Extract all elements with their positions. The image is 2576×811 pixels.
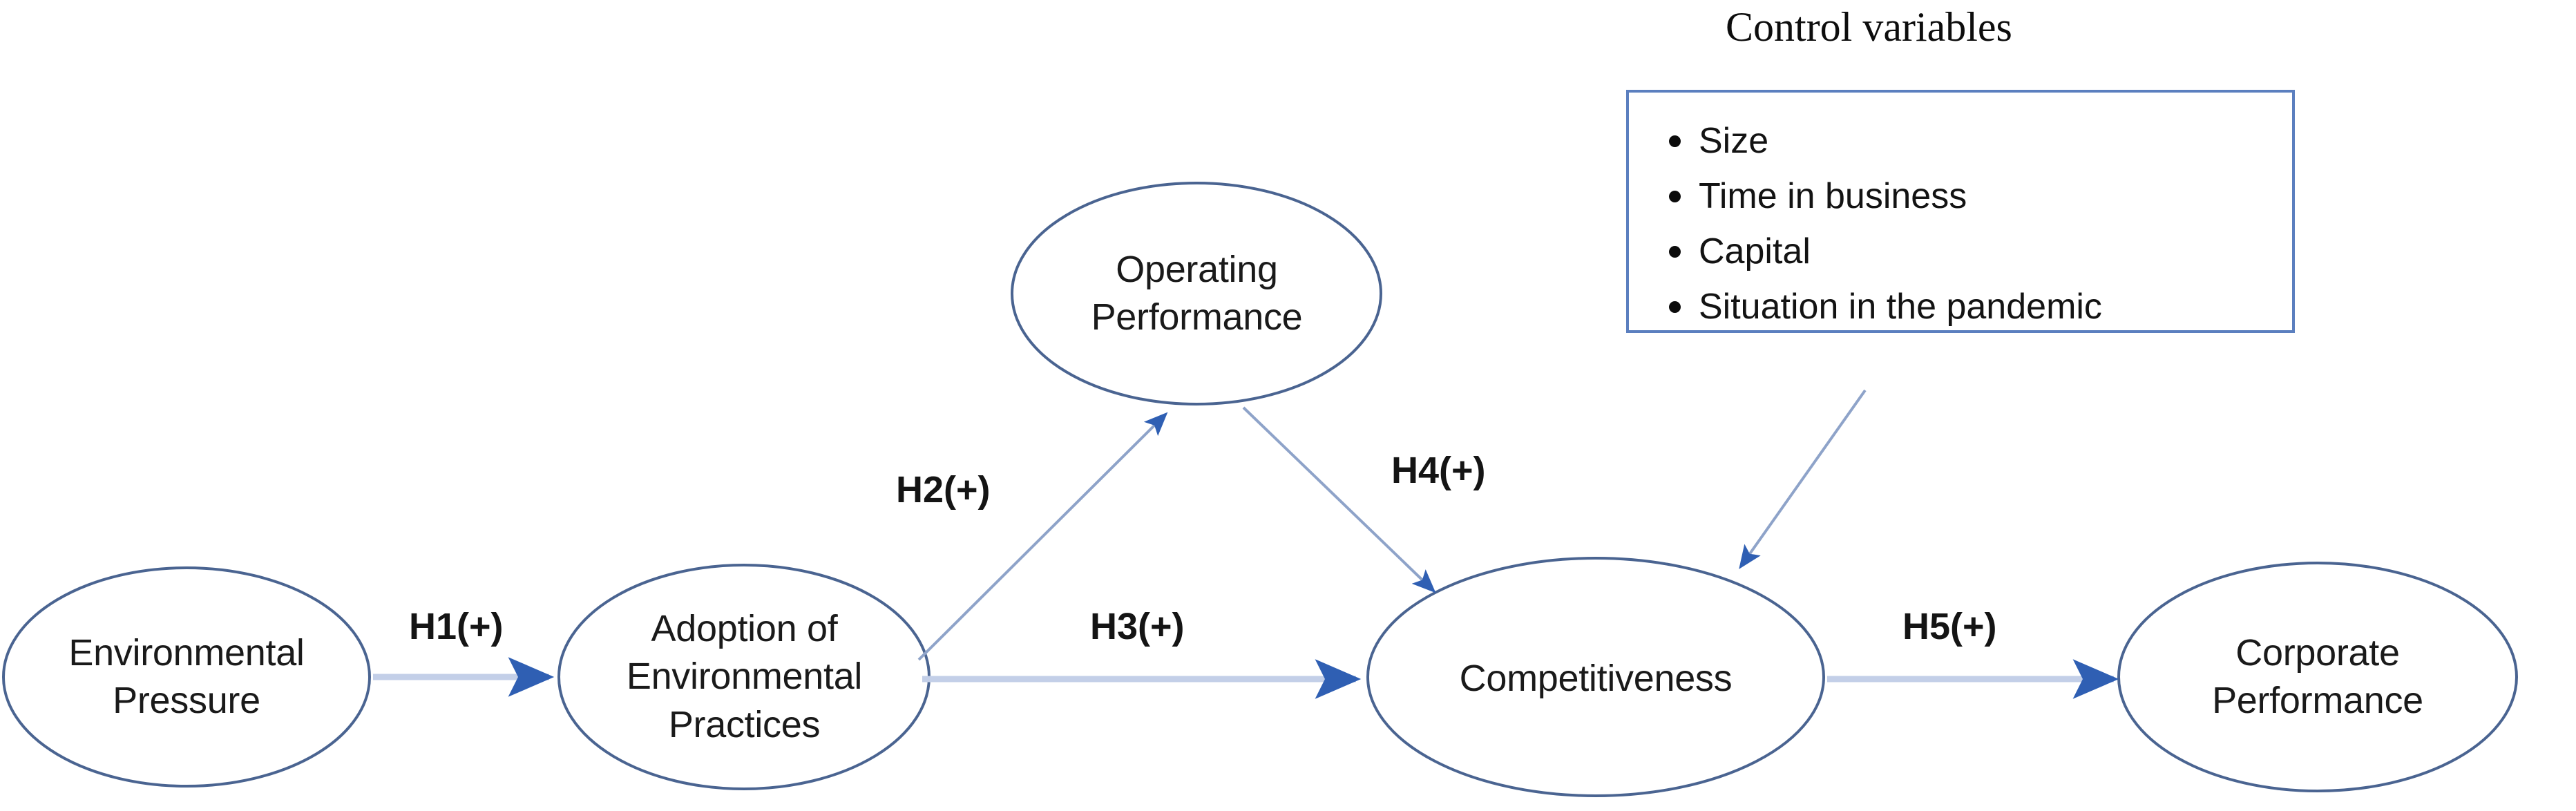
bullet-icon [1669, 135, 1681, 147]
control-variable-label: Capital [1699, 231, 1811, 271]
control-variable-label: Situation in the pandemic [1699, 287, 2102, 327]
bullet-icon [1669, 300, 1681, 313]
hypothesis-label-h1: H1(+) [409, 606, 504, 647]
control-variable-item: Situation in the pandemic [1669, 289, 2277, 325]
control-variable-label: Time in business [1699, 176, 1967, 216]
node-text-competitiveness: Competitiveness [1459, 657, 1733, 699]
node-label-environmental-pressure: Environmental Pressure [24, 608, 349, 746]
control-variables-box [1626, 90, 2295, 333]
arrow-h4 [1242, 406, 1436, 593]
control-variables-list: Size Time in business Capital Situation … [1669, 123, 2277, 344]
control-variables-title: Control variables [1726, 4, 2012, 50]
control-variable-item: Size [1669, 123, 2277, 159]
hypothesis-label-h4: H4(+) [1391, 450, 1486, 491]
hypothesis-label-h3: H3(+) [1090, 606, 1185, 647]
node-label-operating-performance: Operating Performance [1029, 225, 1364, 363]
hypothesis-label-h2: H2(+) [896, 469, 991, 511]
bullet-icon [1669, 190, 1681, 202]
control-variable-item: Time in business [1669, 178, 2277, 214]
bullet-icon [1669, 245, 1681, 258]
node-text-environmental-pressure: Environmental Pressure [68, 631, 305, 721]
node-label-competitiveness: Competitiveness [1395, 646, 1796, 712]
control-variable-item: Capital [1669, 233, 2277, 269]
node-label-adoption-environmental-practices: Adoption of Environmental Practices [577, 591, 912, 763]
node-text-adoption-environmental-practices: Adoption of Environmental Practices [626, 608, 863, 745]
control-variable-label: Size [1699, 121, 1769, 161]
node-text-corporate-performance: Corporate Performance [2212, 631, 2423, 721]
arrow-control-variables [1739, 389, 1867, 569]
hypothesis-label-h5: H5(+) [1902, 606, 1997, 647]
node-text-operating-performance: Operating Performance [1091, 248, 1303, 338]
node-label-corporate-performance: Corporate Performance [2152, 608, 2483, 746]
